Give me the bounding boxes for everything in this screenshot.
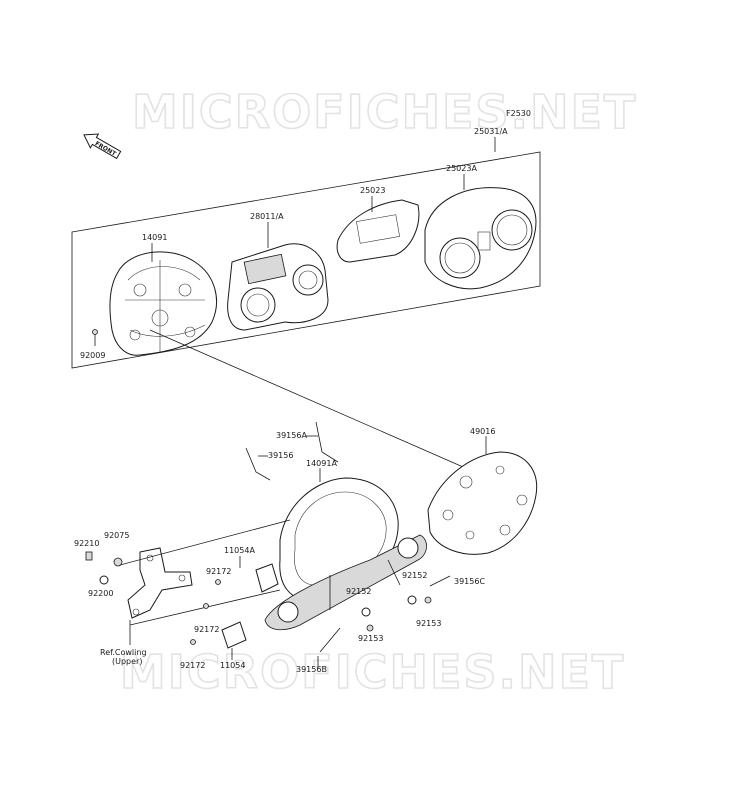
- label-92153-a: 92153: [358, 634, 383, 643]
- diagram-code: F2530: [506, 109, 531, 118]
- screw-92172-a: [215, 579, 221, 585]
- label-92152-b: 92152: [402, 571, 427, 580]
- label-39156C: 39156C: [454, 577, 485, 586]
- label-14091: 14091: [142, 233, 167, 242]
- bracket-39156A: [315, 421, 339, 463]
- assembly-line-right: [387, 559, 401, 586]
- collar-92153-b: [424, 596, 432, 604]
- panel-49016: [427, 451, 538, 555]
- label-ref-cowling: Ref.Cowling: [100, 648, 147, 657]
- bracket-39156B: [319, 627, 341, 653]
- label-39156: 39156: [268, 451, 293, 460]
- screw-92009: [92, 329, 98, 346]
- front-arrow-icon: FRONT: [83, 133, 122, 160]
- assembly-line-left: [119, 519, 291, 566]
- meter-unit-28011A: [227, 243, 329, 331]
- label-ref-cowling-upper: (Upper): [112, 657, 142, 666]
- label-39156B: 39156B: [296, 665, 327, 674]
- label-25023: 25023: [360, 186, 385, 195]
- label-92210: 92210: [74, 539, 99, 548]
- label-49016: 49016: [470, 427, 495, 436]
- washer-92200: [99, 575, 109, 585]
- screw-92172-c: [190, 639, 196, 645]
- housing-14091A: [264, 477, 427, 631]
- collar-92153-a: [366, 624, 374, 632]
- screw-92172-b: [203, 603, 209, 609]
- bushing-92075: [113, 557, 123, 567]
- bracket-11054: [221, 621, 247, 649]
- label-92153-b: 92153: [416, 619, 441, 628]
- grommet-92152-a: [361, 607, 371, 617]
- label-92152-a: 92152: [346, 587, 371, 596]
- bracket-39156C: [429, 575, 451, 587]
- label-92009: 92009: [80, 351, 105, 360]
- label-25023A: 25023A: [446, 164, 477, 173]
- label-11054A: 11054A: [224, 546, 255, 555]
- label-39156A: 39156A: [276, 431, 307, 440]
- label-14091A: 14091A: [306, 459, 337, 468]
- watermark-bottom: MICROFICHES.NET: [120, 645, 625, 699]
- grommet-92152-b: [407, 595, 417, 605]
- watermark-top: MICROFICHES.NET: [132, 85, 637, 139]
- label-92172-a: 92172: [206, 567, 231, 576]
- front-case-25023A: [424, 187, 537, 290]
- label-92200: 92200: [88, 589, 113, 598]
- label-92075: 92075: [104, 531, 129, 540]
- assembly-box: [71, 151, 541, 369]
- meter-cover-14091: [109, 251, 217, 356]
- label-28011A: 28011/A: [250, 212, 284, 221]
- assembly-line: [149, 329, 471, 471]
- label-92172-c: 92172: [180, 661, 205, 670]
- label-11054: 11054: [220, 661, 245, 670]
- lens-25023: [336, 199, 420, 263]
- bracket-11054A: [255, 563, 279, 593]
- bracket-39156: [245, 447, 271, 481]
- label-92172-b: 92172: [194, 625, 219, 634]
- nut-92210: [85, 551, 93, 561]
- cowling-bracket: [127, 547, 193, 619]
- label-25031A: 25031/A: [474, 127, 508, 136]
